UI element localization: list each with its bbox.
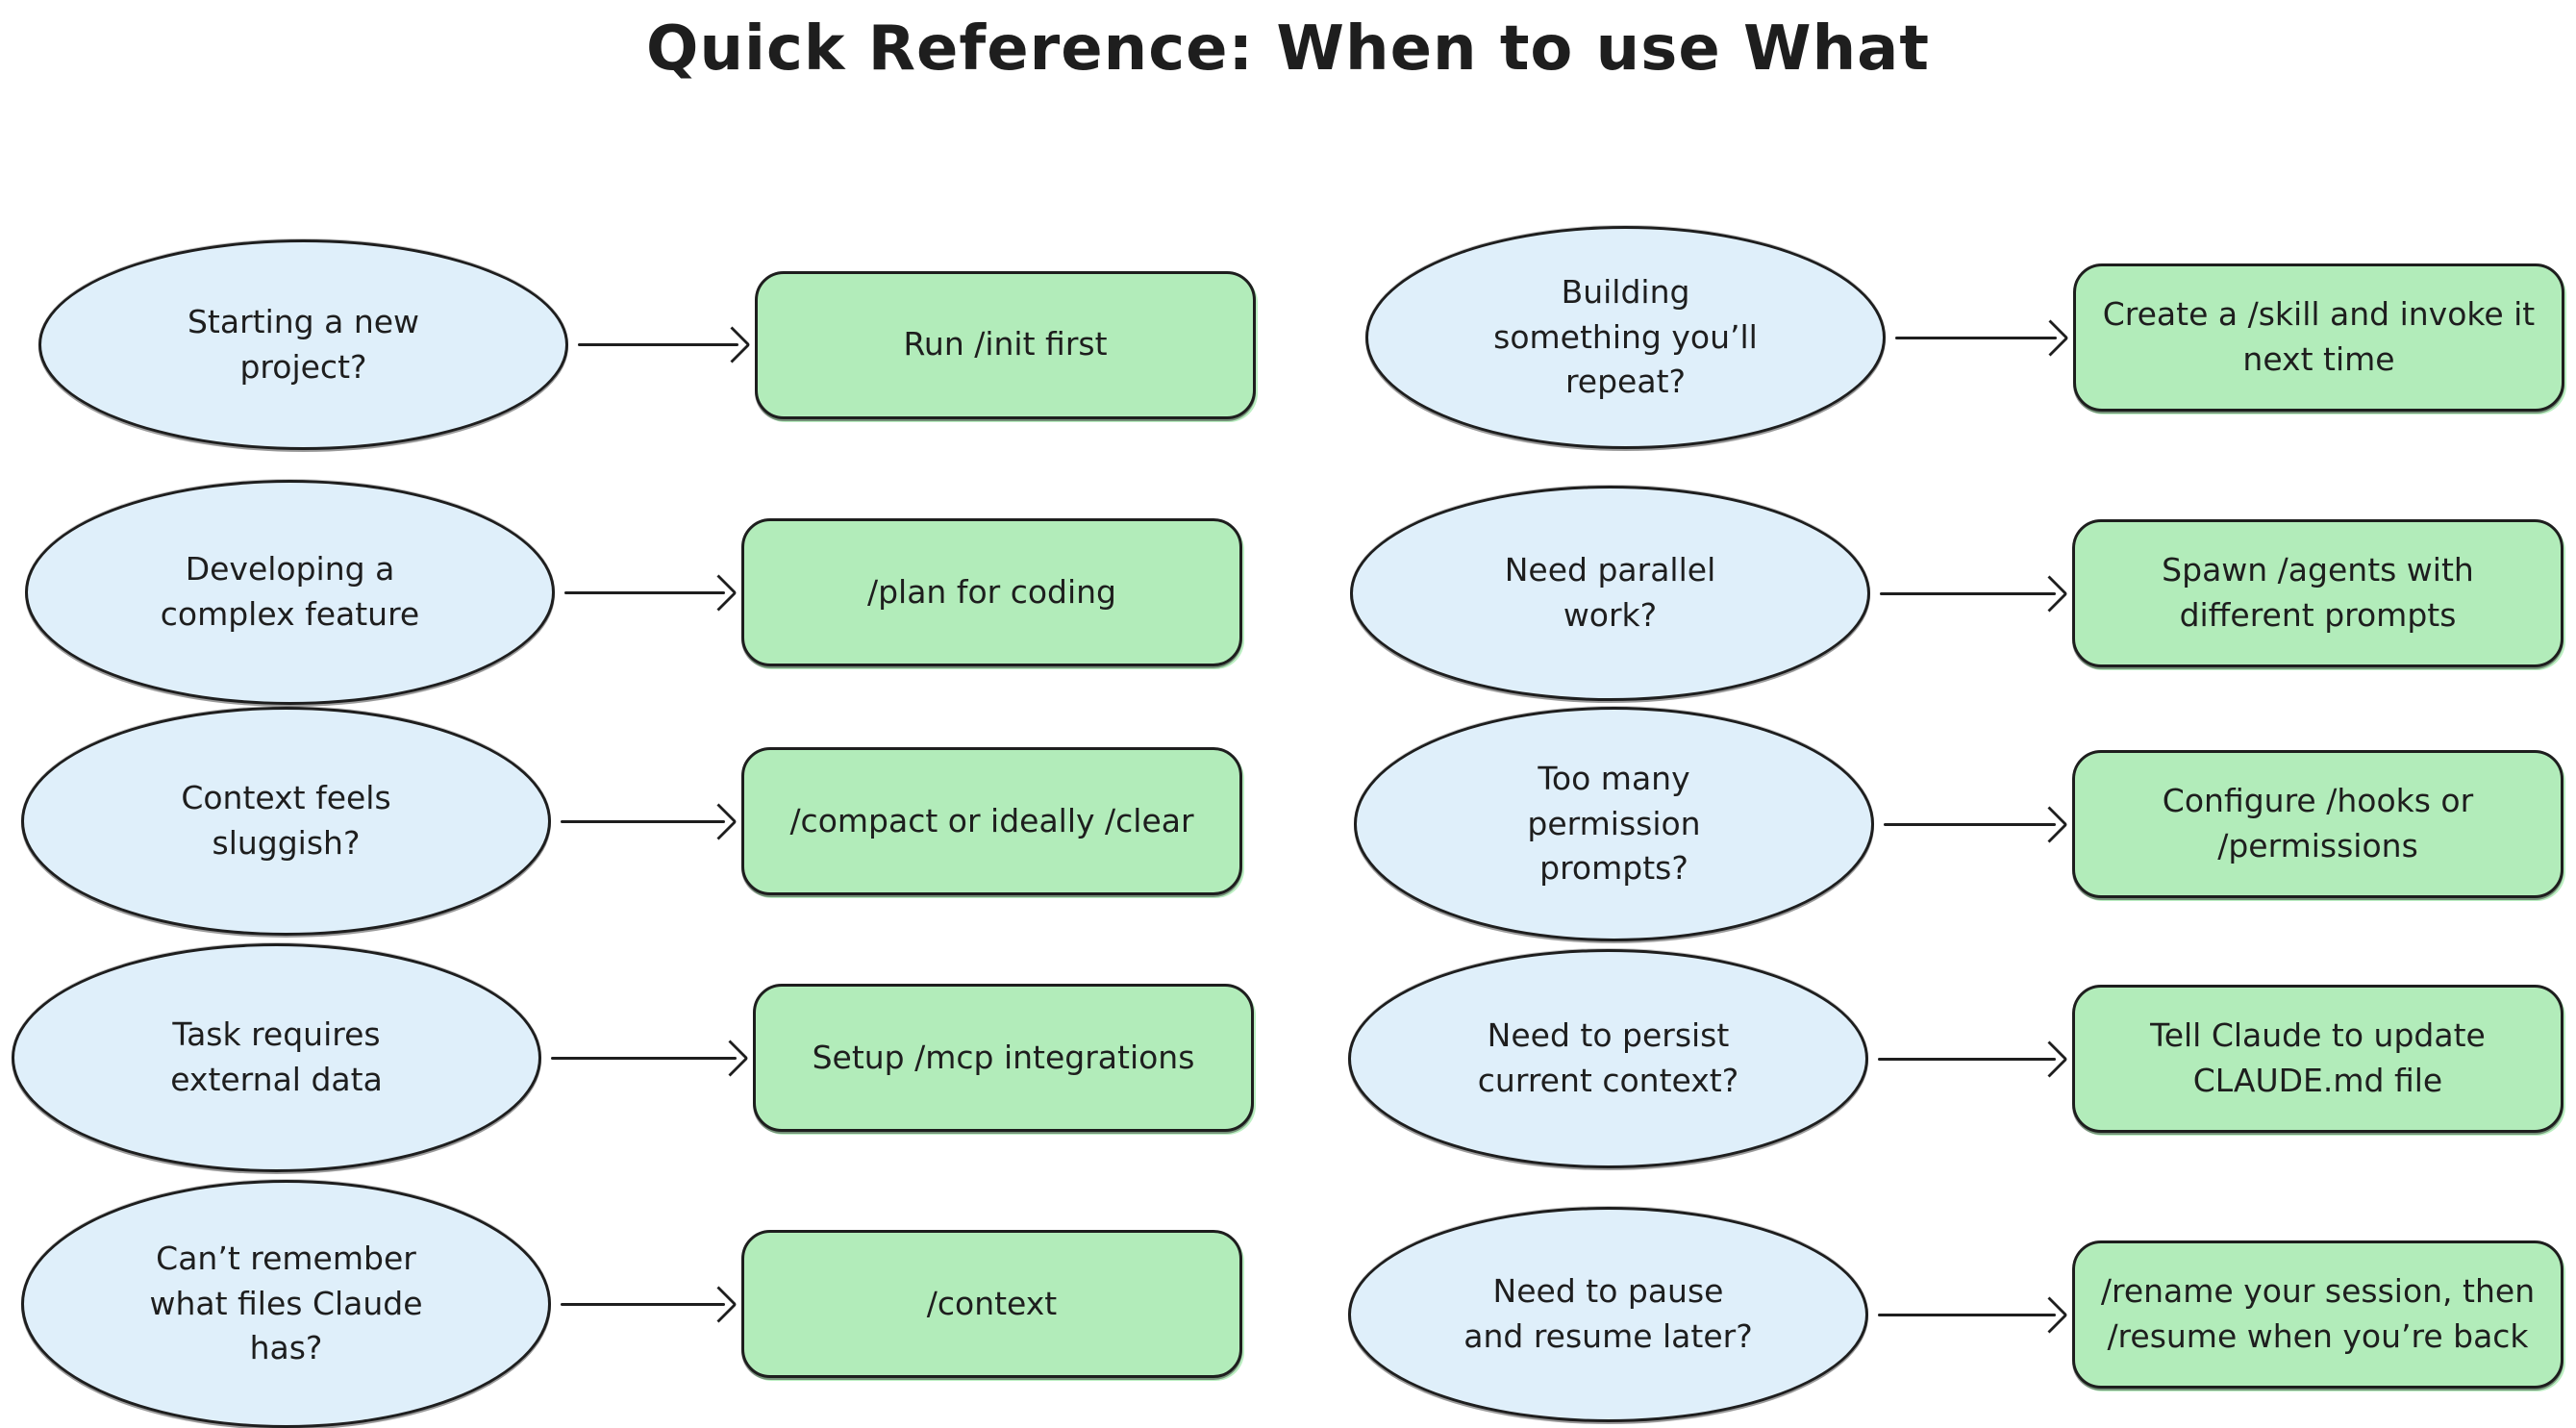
arrow-icon: [1895, 318, 2069, 357]
diagram-title: Quick Reference: When to use What: [646, 13, 1930, 85]
question-label: Need parallel work?: [1504, 551, 1716, 634]
flow-row: Need to persist current context? Tell Cl…: [1348, 949, 2563, 1168]
action-node: Spawn /agents with different prompts: [2072, 519, 2563, 667]
question-label: Task requires external data: [170, 1015, 383, 1098]
action-label: Configure /hooks or /permissions: [2162, 782, 2474, 864]
action-node: /plan for coding: [741, 518, 1242, 666]
question-label: Too many permission prompts?: [1527, 759, 1701, 888]
arrow-icon: [561, 1285, 738, 1323]
flow-row: Starting a new project? Run /init first: [38, 239, 1256, 450]
action-label: /context: [926, 1284, 1058, 1322]
action-node: /context: [741, 1230, 1242, 1378]
flow-row: Developing a complex feature /plan for c…: [25, 480, 1242, 705]
question-node: Need parallel work?: [1350, 486, 1870, 701]
flow-row: Need parallel work? Spawn /agents with d…: [1350, 486, 2563, 701]
question-label: Need to pause and resume later?: [1463, 1272, 1753, 1355]
question-node: Need to persist current context?: [1348, 949, 1868, 1168]
question-label: Starting a new project?: [187, 302, 420, 386]
action-node: Create a /skill and invoke it next time: [2073, 263, 2564, 412]
question-label: Developing a complex feature: [160, 550, 420, 633]
question-node: Too many permission prompts?: [1354, 707, 1874, 941]
action-label: Tell Claude to update CLAUDE.md file: [2150, 1016, 2486, 1099]
action-node: Configure /hooks or /permissions: [2072, 750, 2563, 898]
arrow-icon: [551, 1039, 749, 1077]
flow-row: Building something you’ll repeat? Create…: [1365, 226, 2564, 449]
arrow-icon: [561, 802, 738, 840]
action-label: /plan for coding: [866, 572, 1117, 611]
action-node: Setup /mcp integrations: [753, 984, 1254, 1132]
arrow-icon: [564, 573, 738, 612]
action-label: /compact or ideally /clear: [789, 801, 1194, 839]
action-node: /rename your session, then /resume when …: [2072, 1240, 2563, 1389]
arrow-icon: [578, 326, 751, 363]
action-label: Spawn /agents with different prompts: [2162, 551, 2474, 634]
question-node: Starting a new project?: [38, 239, 568, 450]
arrow-icon: [1878, 1295, 2068, 1334]
action-node: Tell Claude to update CLAUDE.md file: [2072, 985, 2563, 1133]
question-node: Building something you’ll repeat?: [1365, 226, 1886, 449]
question-node: Task requires external data: [12, 943, 541, 1172]
action-node: Run /init first: [755, 270, 1256, 419]
question-node: Context feels sluggish?: [21, 707, 551, 936]
flow-row: Too many permission prompts? Configure /…: [1354, 707, 2563, 941]
question-label: Context feels sluggish?: [181, 779, 391, 862]
action-label: /rename your session, then /resume when …: [2100, 1272, 2536, 1355]
action-label: Run /init first: [903, 325, 1108, 363]
question-label: Can’t remember what files Claude has?: [149, 1239, 423, 1367]
question-node: Can’t remember what files Claude has?: [21, 1180, 551, 1428]
arrow-icon: [1878, 1040, 2068, 1078]
question-label: Building something you’ll repeat?: [1493, 272, 1758, 401]
question-label: Need to persist current context?: [1477, 1016, 1739, 1099]
flow-row: Can’t remember what files Claude has? /c…: [21, 1180, 1242, 1428]
question-node: Need to pause and resume later?: [1348, 1207, 1868, 1422]
action-label: Setup /mcp integrations: [812, 1038, 1195, 1076]
action-label: Create a /skill and invoke it next time: [2102, 295, 2536, 378]
arrow-icon: [1880, 574, 2068, 613]
action-node: /compact or ideally /clear: [741, 747, 1242, 895]
arrow-icon: [1884, 805, 2068, 843]
flow-row: Context feels sluggish? /compact or idea…: [21, 707, 1242, 936]
question-node: Developing a complex feature: [25, 480, 555, 705]
flow-row: Need to pause and resume later? /rename …: [1348, 1207, 2563, 1422]
flow-row: Task requires external data Setup /mcp i…: [12, 943, 1254, 1172]
